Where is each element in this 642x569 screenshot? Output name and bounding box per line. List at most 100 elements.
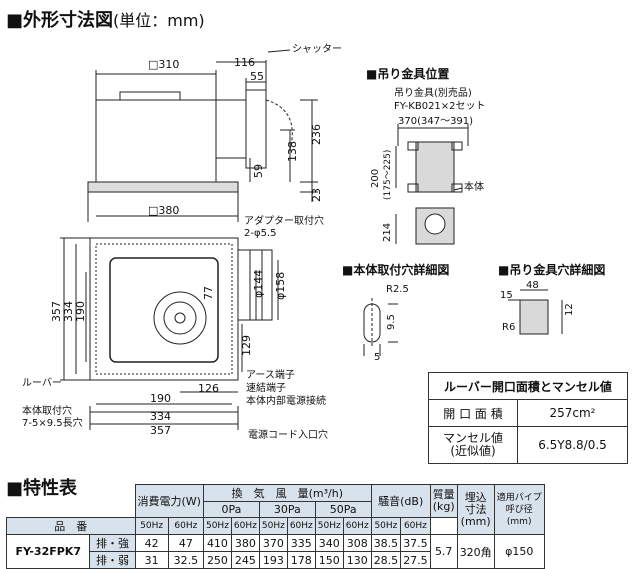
dim-77: 77 (202, 286, 215, 300)
pipe-value: φ150 (493, 534, 545, 569)
h-pipe-cell: 適用パイプ呼び径(mm) (493, 484, 545, 535)
h-noise: 騒音(dB) (370, 484, 431, 518)
dim-sq380: □380 (148, 204, 179, 217)
h-pipe: 適用パイプ (496, 492, 542, 503)
table-cell: 32.5 (167, 551, 204, 569)
area-value: 257cm² (517, 399, 628, 427)
detail-drawings (363, 289, 563, 356)
munsell-sub: (近似値) (450, 444, 496, 458)
table-cell: 31 (134, 551, 169, 569)
h-50pa: 50Pa (314, 501, 372, 518)
h-embed-unit: (mm) (460, 514, 491, 528)
table-cell: 335 (286, 534, 316, 552)
h-mass-unit: (kg) (432, 500, 455, 513)
mass-value: 5.7 (429, 534, 458, 569)
model-name: FY-32FPK7 (5, 534, 91, 569)
dim-phi158: φ158 (274, 272, 287, 300)
louver-table-title: ルーバー開口面積とマンセル値 (428, 372, 628, 400)
h-mass-cell: 質量(kg) (429, 484, 458, 518)
quick-terminal-label: 速結端子 (246, 381, 286, 394)
h-mass: 質量 (432, 488, 455, 501)
hanger-width-label: 370(347〜391) (398, 116, 473, 127)
table-cell: 130 (342, 551, 372, 569)
hanger-hole-detail-title: ■吊り金具穴詳細図 (498, 262, 605, 277)
table-cell: 47 (167, 534, 204, 552)
main-body-label: 本体 (464, 180, 484, 193)
dim-116: 116 (234, 56, 255, 69)
dim-190-h: 190 (150, 392, 171, 405)
adapter-hole-label: アダプター取付穴 (244, 214, 324, 227)
side-view (87, 49, 318, 222)
hanger-height: 200 (370, 169, 381, 188)
embed-value: 320角 (456, 534, 495, 569)
dim-48: 48 (526, 280, 539, 291)
table-cell: 250 (202, 551, 232, 569)
hanger-sold-label: 吊り金具(別売品) (394, 86, 472, 99)
dim-sq310: □310 (148, 58, 179, 71)
table-cell: 178 (286, 551, 316, 569)
hanger-drawing (395, 124, 469, 245)
hz50: 50Hz (370, 517, 402, 535)
side-top-plate (119, 91, 181, 101)
dim-59: 59 (252, 164, 265, 178)
h-30pa: 30Pa (258, 501, 316, 518)
cord-hole-label: 電源コード入口穴 (248, 428, 328, 441)
table-cell: 27.5 (400, 551, 431, 569)
dim-334-h: 334 (150, 410, 171, 423)
hz50: 50Hz (258, 517, 288, 535)
internal-power-label: 本体内部電源接続 (246, 394, 326, 407)
hz60: 60Hz (400, 517, 431, 535)
dim-9-5: 9.5 (386, 314, 397, 330)
munsell-label-cell: マンセル値(近似値) (428, 426, 518, 464)
adapter-box (237, 249, 273, 321)
body-hole-detail-title: ■本体取付穴詳細図 (342, 262, 449, 277)
drawing-area: □310 116 55 シャッター 236 138 59 23 □380 アダプ… (22, 43, 605, 441)
dim-236: 236 (310, 124, 323, 145)
dim-r25: R2.5 (386, 284, 409, 295)
shutter-label: シャッター (292, 43, 342, 55)
dim-5: 5 (374, 352, 380, 363)
dim-126: 126 (198, 382, 219, 395)
hz60: 60Hz (230, 517, 260, 535)
bottom-view (60, 237, 279, 430)
hanger-214: 214 (382, 223, 393, 242)
dim-357-v: 357 (50, 301, 63, 322)
table-cell: 380 (230, 534, 260, 552)
fan-circle (153, 291, 207, 345)
bottom-body (89, 237, 239, 381)
h-model: 品 番 (6, 517, 136, 535)
side-shutter-box (245, 89, 267, 169)
h-pipe-unit: (mm) (506, 516, 532, 527)
earth-label: アース端子 (246, 368, 295, 381)
dim-r6: R6 (502, 322, 515, 333)
h-embed-cell: 埋込寸法(mm) (456, 484, 495, 535)
title-unit: (単位：mm) (113, 11, 205, 30)
side-adapter (215, 99, 247, 159)
table-cell: 28.5 (370, 551, 402, 569)
spec-table: 消費電力(W) 換 気 風 量(m³/h) 騒音(dB) 質量(kg) 埋込寸法… (5, 484, 545, 569)
dim-138: 138 (286, 141, 299, 162)
h-power: 消費電力(W) (134, 484, 204, 518)
side-flange (87, 181, 239, 193)
adapter-hole-spec: 2-φ5.5 (244, 228, 276, 239)
table-cell: 308 (342, 534, 372, 552)
characteristics-title: ■特性表 (6, 478, 78, 499)
hz60: 60Hz (286, 517, 316, 535)
dimensions-title: ■外形寸法図(単位：mm) (6, 6, 205, 32)
h-embed2: 寸法 (464, 502, 487, 516)
h-airflow: 換 気 風 量(m³/h) (202, 484, 372, 502)
dim-23: 23 (310, 188, 323, 202)
dim-15: 15 (500, 290, 513, 301)
table-cell: 370 (258, 534, 288, 552)
table-cell: 42 (134, 534, 169, 552)
hanger-model-label: FY-KB021×2セット (394, 100, 486, 112)
munsell-value: 6.5Y8.8/0.5 (517, 426, 628, 464)
hanger-title: ■吊り金具位置 (366, 66, 449, 81)
body-hole-spec: 7-5×9.5長穴 (22, 416, 83, 429)
shutter-arc (265, 99, 293, 151)
dim-55: 55 (250, 70, 264, 83)
area-label: 開 口 面 積 (428, 399, 518, 427)
dim-phi144: φ144 (252, 270, 265, 298)
louver-label: ルーバー (22, 377, 62, 389)
